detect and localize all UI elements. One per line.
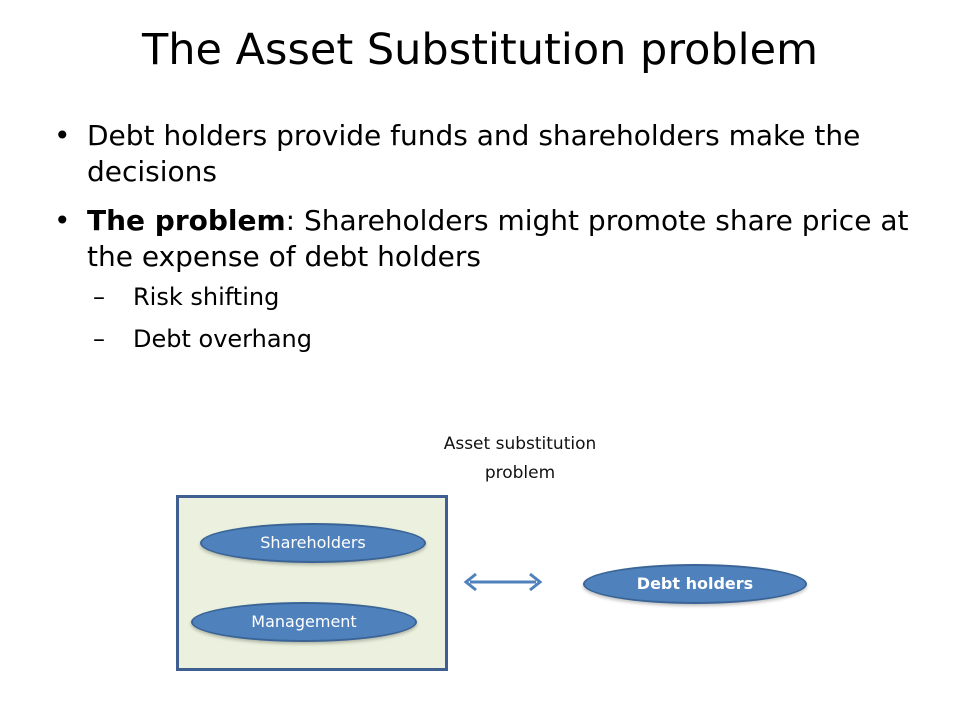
bullet-bold-prefix: The problem (87, 204, 286, 237)
bullet-item-debt-holders: • Debt holders provide funds and shareho… (48, 118, 928, 190)
debt-holders-ellipse: Debt holders (583, 564, 807, 604)
bullet-text: Debt holders provide funds and sharehold… (87, 119, 861, 188)
caption-line-1: Asset substitution (443, 434, 597, 454)
bullet-dot-icon: • (54, 119, 71, 152)
diagram-caption: Asset substitution problem (410, 430, 630, 488)
sub-bullet-risk-shifting: – Risk shifting (93, 281, 934, 313)
bullet-text: The problem: Shareholders might promote … (87, 204, 908, 273)
sub-bullet-list: – Risk shifting – Debt overhang (87, 281, 928, 355)
sub-bullet-debt-overhang: – Debt overhang (93, 323, 934, 355)
bullet-item-the-problem: • The problem: Shareholders might promot… (48, 203, 928, 355)
dash-icon: – (93, 325, 105, 353)
bullet-dot-icon: • (54, 204, 71, 237)
bullet-text-rest: : Shareholders might promote share price… (87, 204, 909, 273)
double-arrow-icon (463, 572, 543, 592)
caption-line-2: problem (484, 463, 556, 483)
dash-icon: – (93, 283, 105, 311)
slide-title: The Asset Substitution problem (142, 25, 818, 75)
shareholders-ellipse: Shareholders (200, 523, 426, 563)
sub-bullet-text: Risk shifting (133, 283, 280, 311)
shareholders-management-box (176, 495, 448, 671)
bullet-list: • Debt holders provide funds and shareho… (48, 118, 928, 368)
sub-bullet-text: Debt overhang (133, 325, 312, 353)
management-ellipse: Management (191, 602, 417, 642)
